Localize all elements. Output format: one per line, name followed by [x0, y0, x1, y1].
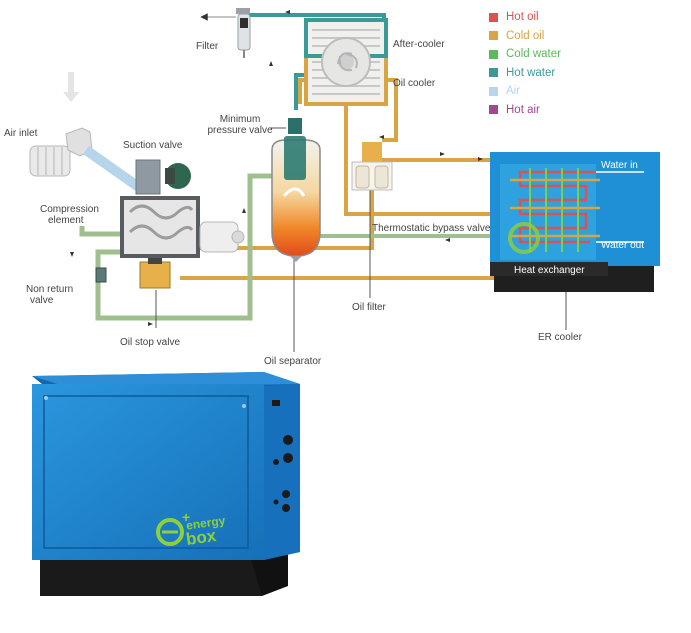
- label-suction-valve: Suction valve: [123, 140, 183, 151]
- legend-label: Air: [506, 85, 521, 98]
- legend-swatch: [489, 49, 498, 59]
- label-oil-cooler: Oil cooler: [393, 78, 436, 89]
- compressor-component: [95, 159, 245, 289]
- separator-to-cooler-pipe: [294, 73, 306, 110]
- cabinet-ports: [272, 400, 293, 512]
- legend-item: Hot air: [489, 101, 561, 120]
- label-water-out: Water out: [601, 240, 644, 251]
- label-oil-stop-valve: Oil stop valve: [120, 337, 181, 348]
- filter-component: [236, 8, 251, 58]
- legend-swatch: [489, 12, 498, 22]
- label-air-inlet: Air inlet: [4, 128, 38, 139]
- legend-label: Hot water: [506, 66, 556, 79]
- legend-label: Hot air: [506, 103, 540, 116]
- cold-water-coil: [529, 168, 579, 252]
- legend-swatch: [489, 31, 498, 41]
- label-after-cooler: After-cooler: [393, 39, 445, 50]
- label-water-in: Water in: [601, 160, 638, 171]
- label-oil-separator: Oil separator: [264, 356, 322, 367]
- cold-oil-coil: [510, 178, 600, 238]
- legend-item: Hot water: [489, 64, 561, 83]
- label-min-pressure-valve-2: pressure valve: [207, 125, 273, 136]
- legend-item: Air: [489, 82, 561, 101]
- cold-water-loop: [79, 173, 272, 321]
- brand-box: box: [184, 525, 218, 550]
- legend-item: Cold water: [489, 45, 561, 64]
- label-min-pressure-valve-1: Minimum: [219, 114, 261, 125]
- legend-item: Cold oil: [489, 27, 561, 46]
- label-compression-element-1: Compression: [40, 204, 99, 215]
- legend-swatch: [489, 105, 498, 115]
- oil-to-exchanger-pipe: [382, 158, 502, 180]
- label-compression-element-2: element: [48, 215, 84, 226]
- legend-item: Hot oil: [489, 8, 561, 27]
- er-cooler-unit: [490, 152, 660, 292]
- oil-cooler-return: [344, 104, 500, 216]
- logo-plus: +: [182, 509, 190, 525]
- label-non-return-valve-1: Non return: [26, 284, 74, 295]
- oil-filter-component: [351, 142, 506, 220]
- air-inlet-component: [29, 72, 143, 193]
- legend-swatch: [489, 86, 498, 96]
- label-er-cooler: ER cooler: [538, 332, 582, 343]
- label-non-return-valve-2: valve: [30, 295, 54, 306]
- oil-separator: [271, 118, 321, 262]
- label-thermostatic-bypass-valve: Thermostatic bypass valve: [372, 223, 491, 234]
- legend-label: Cold oil: [506, 29, 545, 42]
- energy-box-cabinet: +: [32, 372, 300, 596]
- legend-label: Hot oil: [506, 11, 539, 24]
- label-heat-exchanger: Heat exchanger: [514, 265, 585, 276]
- legend-swatch: [489, 68, 498, 78]
- cooler-unit: [304, 18, 388, 106]
- energy-box-logo: [156, 518, 184, 546]
- oil-cooler-pipe-right: [382, 78, 398, 142]
- legend-label: Cold water: [506, 48, 561, 61]
- label-oil-filter: Oil filter: [352, 302, 386, 313]
- label-filter: Filter: [196, 41, 219, 52]
